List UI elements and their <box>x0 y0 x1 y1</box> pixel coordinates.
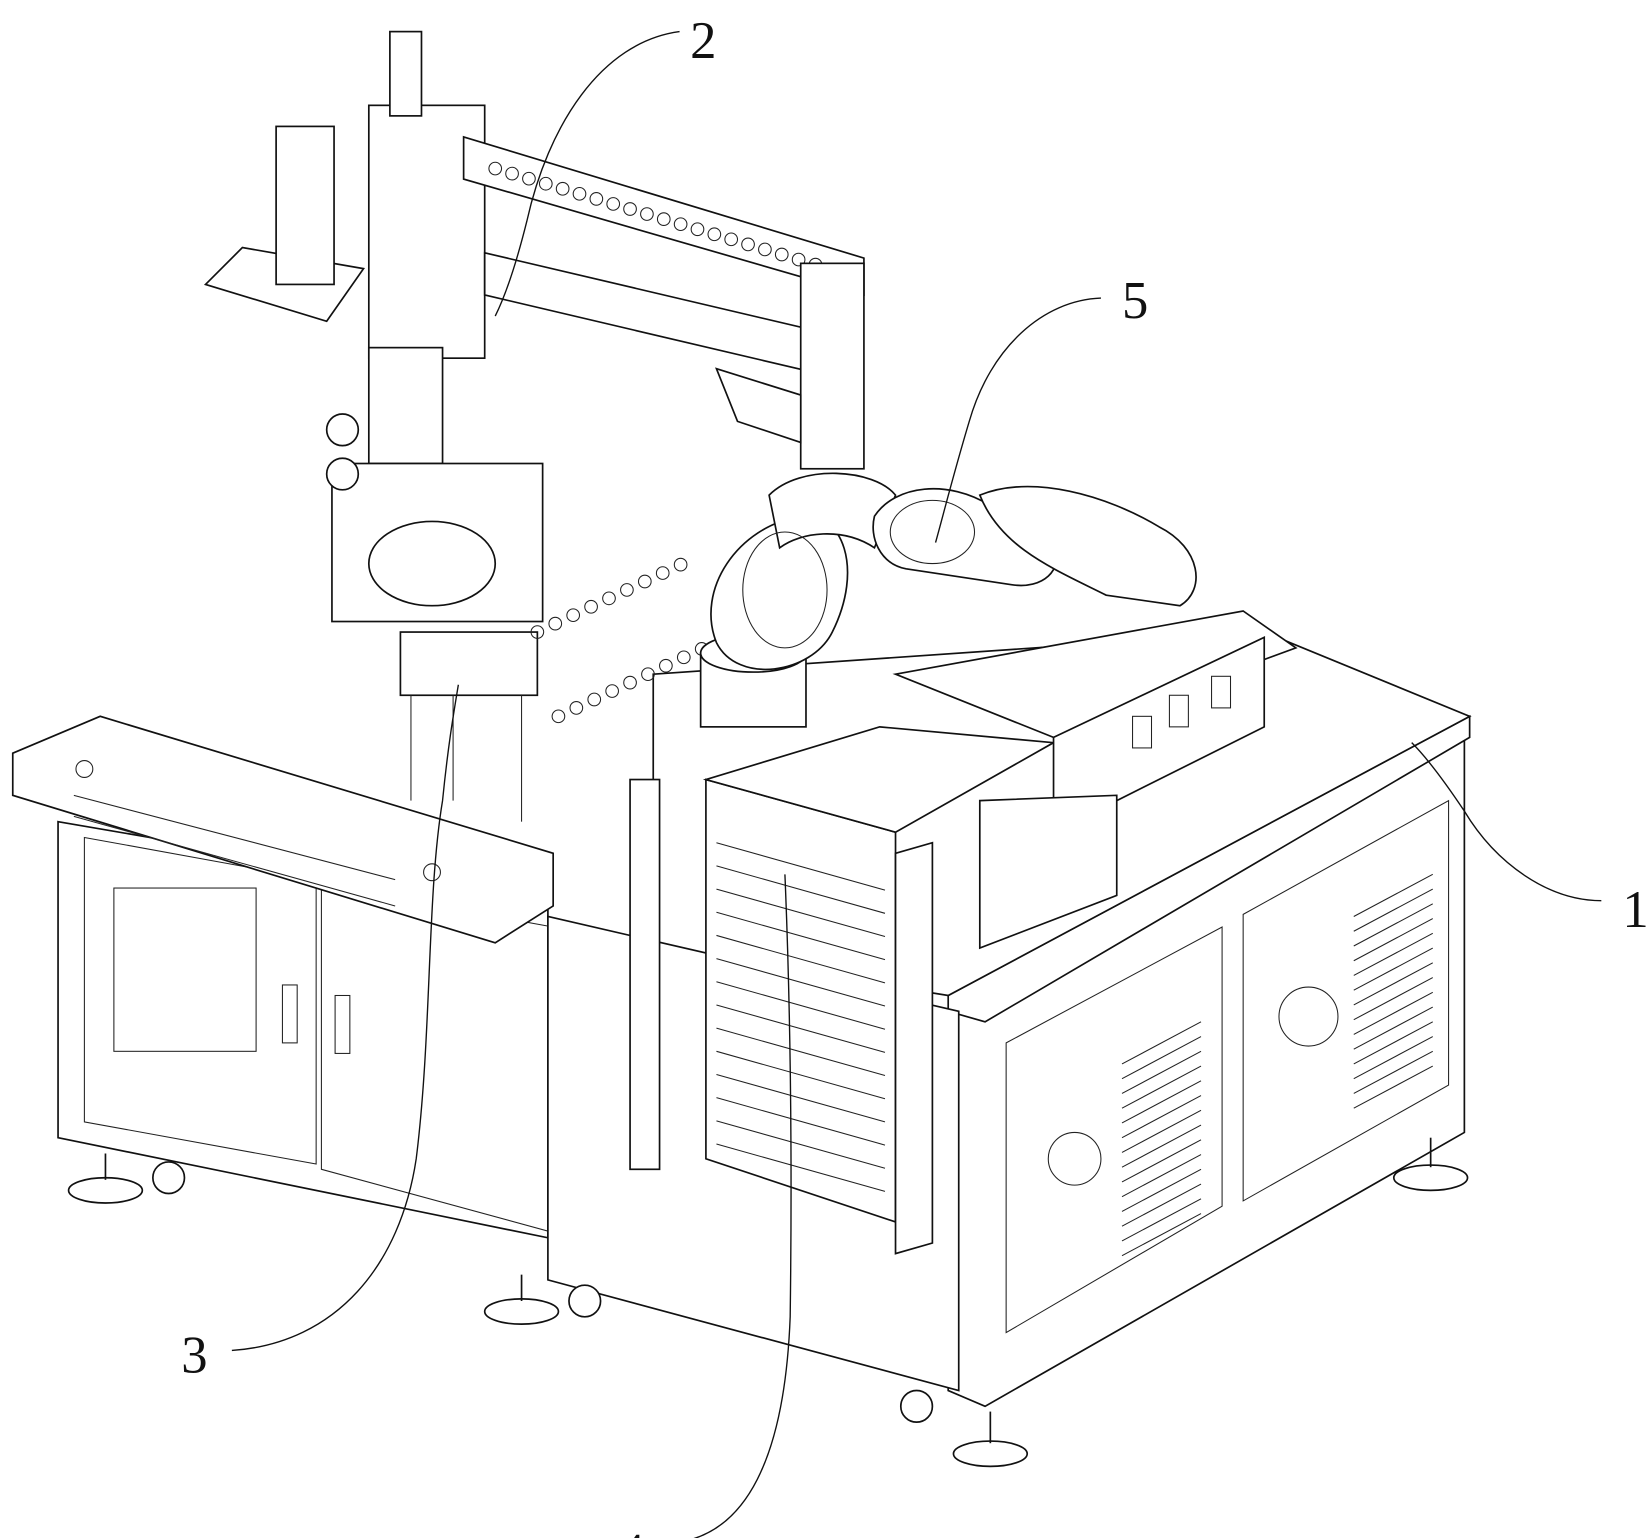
chain-link <box>638 575 651 588</box>
chain-link <box>567 609 580 622</box>
chain-link <box>621 584 634 597</box>
chain-link <box>660 659 673 672</box>
chain-link <box>570 702 583 715</box>
chain-link <box>603 592 616 605</box>
label-4: 4 <box>618 1524 644 1538</box>
chain-link <box>549 617 562 630</box>
chain-link <box>656 567 669 580</box>
chain-link <box>585 600 598 613</box>
chain-link <box>677 651 690 664</box>
chain-link <box>606 685 619 698</box>
label-1: 1 <box>1622 881 1648 939</box>
label-2: 2 <box>690 12 716 70</box>
chain-link <box>674 558 687 571</box>
label-5: 5 <box>1122 272 1148 330</box>
label-3: 3 <box>181 1327 207 1385</box>
chain-link <box>624 676 637 689</box>
chain-link <box>588 693 601 706</box>
chain-link <box>552 710 565 723</box>
